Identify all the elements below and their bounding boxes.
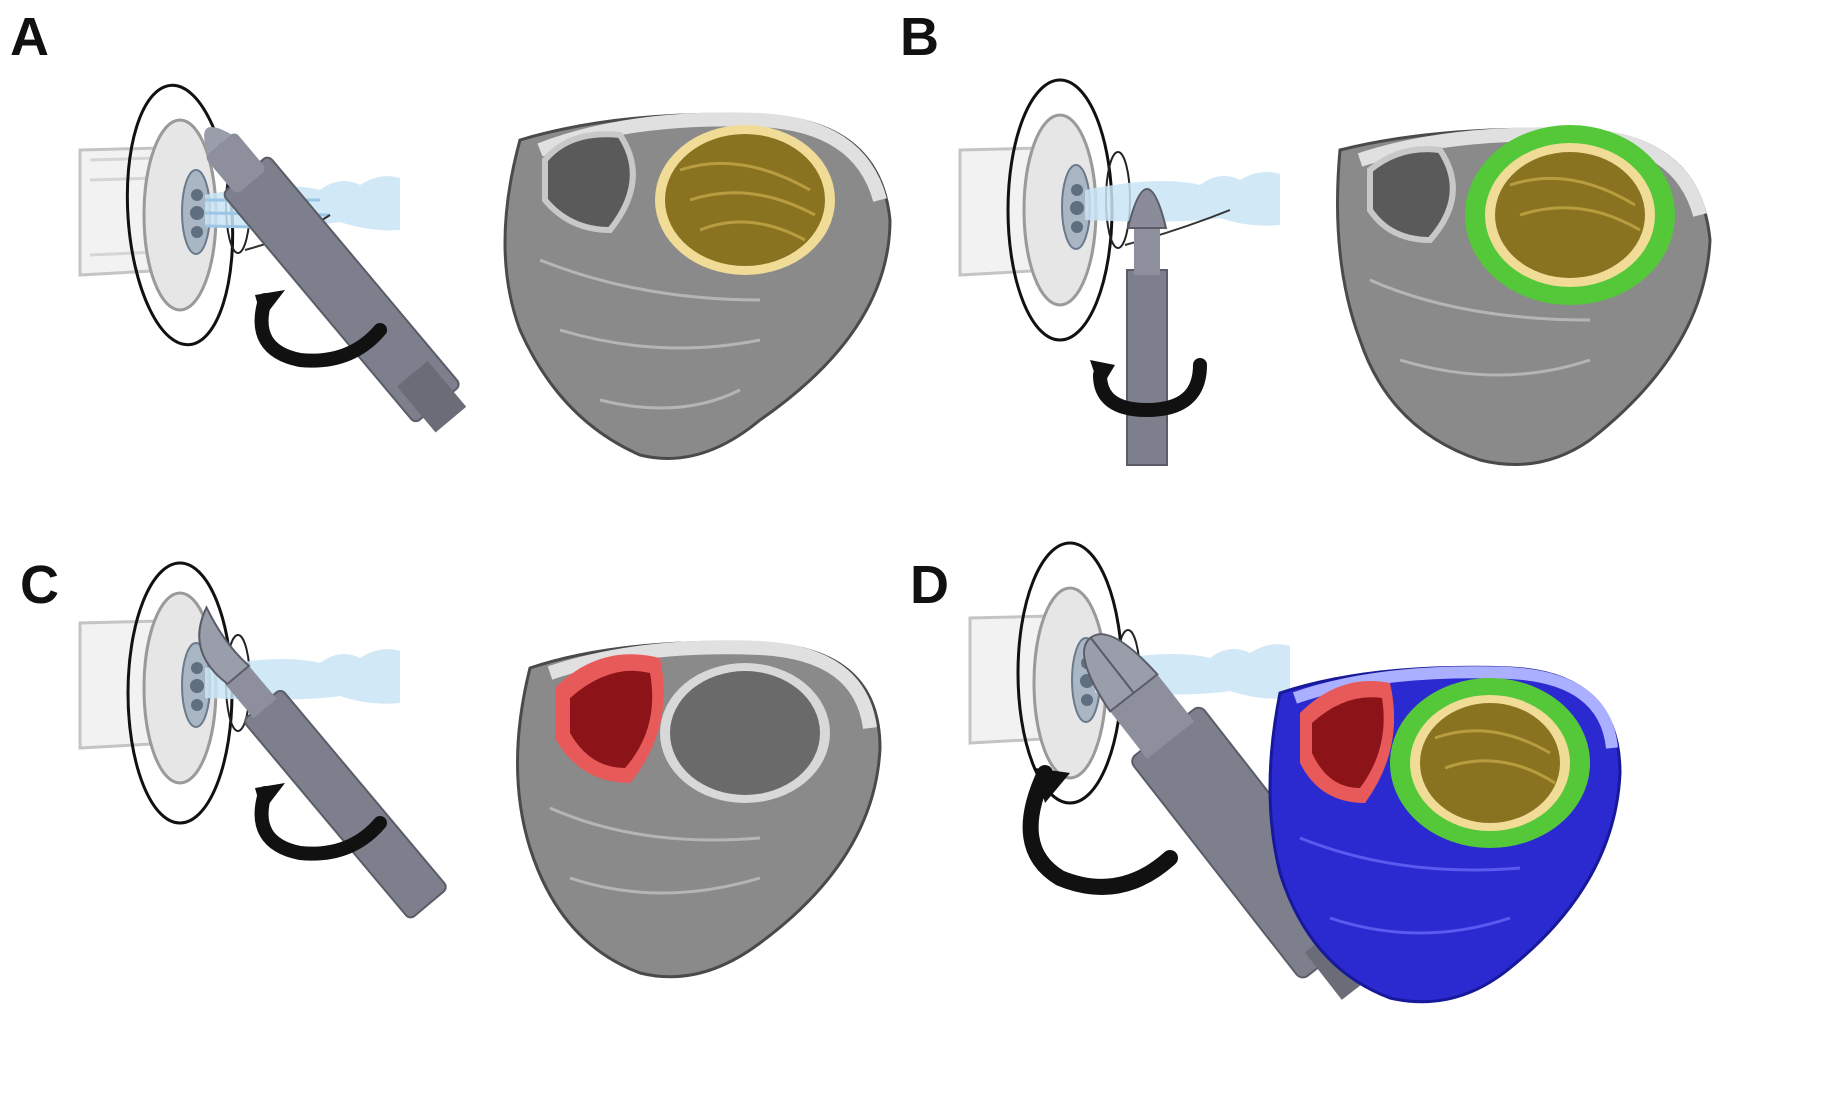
panel-label-a: A — [10, 7, 49, 67]
panel-d-scene — [968, 541, 1622, 1004]
waterjet-device-icon — [78, 561, 400, 825]
rotation-arrow-icon — [1093, 358, 1207, 418]
rotation-arrow-icon — [254, 293, 387, 368]
rotation-arrow-icon — [1022, 765, 1178, 895]
panel-b: B — [900, 0, 1821, 548]
panel-c-scene — [78, 561, 882, 979]
panel-b-scene — [958, 78, 1712, 466]
panel-label-c: C — [20, 555, 59, 615]
panel-a: A — [0, 0, 900, 548]
heart-cross-section-icon — [1336, 125, 1712, 466]
heart-cross-section-icon — [1268, 665, 1622, 1004]
waterjet-device-icon — [958, 78, 1280, 342]
panel-d: D — [900, 541, 1821, 1097]
panel-c: C — [0, 548, 900, 1097]
rotation-arrow-icon — [254, 786, 387, 861]
heart-cross-section-icon — [503, 112, 892, 460]
panel-a-scene — [78, 83, 892, 460]
heart-cross-section-icon — [516, 640, 882, 979]
rotating-tool-icon — [198, 605, 447, 919]
panel-label-b: B — [900, 7, 939, 67]
panel-label-d: D — [910, 555, 949, 615]
rotating-tool-icon — [204, 127, 467, 433]
rotating-tool-icon — [1126, 188, 1168, 466]
